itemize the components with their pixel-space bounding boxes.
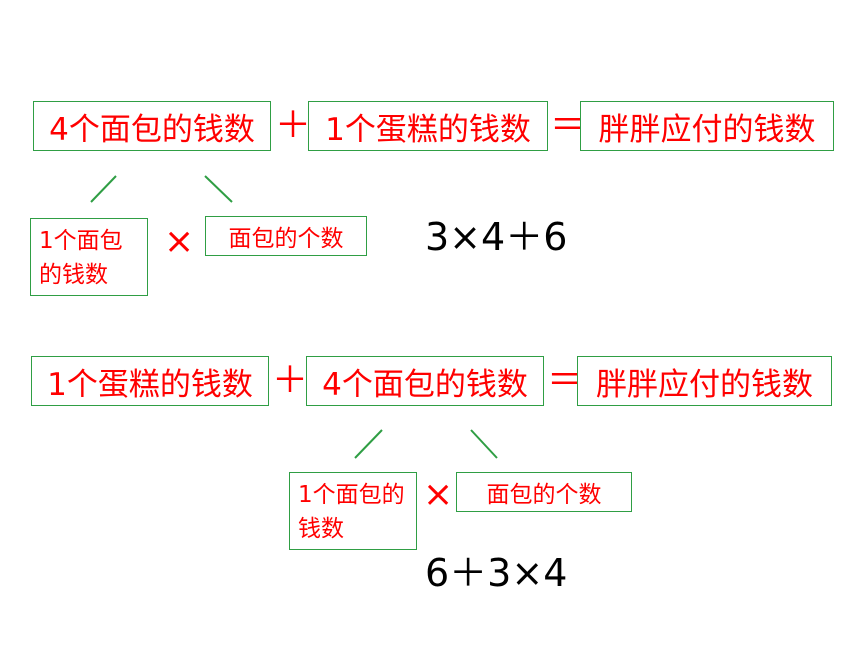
group2-times-sign: × — [423, 474, 454, 515]
group2-cake-cost-box: 1个蛋糕的钱数 — [31, 356, 269, 406]
group1-bread-count-box: 面包的个数 — [205, 216, 367, 256]
group1-times-sign: × — [164, 221, 195, 262]
group2-one-bread-cost-box: 1个面包的钱数 — [289, 472, 417, 550]
group1-one-bread-cost-box: 1个面包的钱数 — [30, 218, 148, 296]
group1-total-cost-box: 胖胖应付的钱数 — [580, 101, 834, 151]
group1-bread-cost-box: 4个面包的钱数 — [33, 101, 271, 151]
group1-cake-cost-box: 1个蛋糕的钱数 — [308, 101, 548, 151]
group1-branch-right — [204, 175, 233, 203]
group2-bread-count-box: 面包的个数 — [456, 472, 632, 512]
group2-expression: 6＋3×4 — [425, 551, 568, 595]
group2-branch-left — [354, 429, 383, 459]
group1-branch-left — [90, 175, 117, 203]
group2-bread-cost-box: 4个面包的钱数 — [306, 356, 544, 406]
group1-expression: 3×4＋6 — [425, 215, 568, 259]
group2-plus-sign: ＋ — [272, 360, 309, 401]
group2-branch-right — [470, 429, 498, 459]
group2-total-cost-box: 胖胖应付的钱数 — [577, 356, 832, 406]
group1-plus-sign: ＋ — [275, 105, 312, 146]
